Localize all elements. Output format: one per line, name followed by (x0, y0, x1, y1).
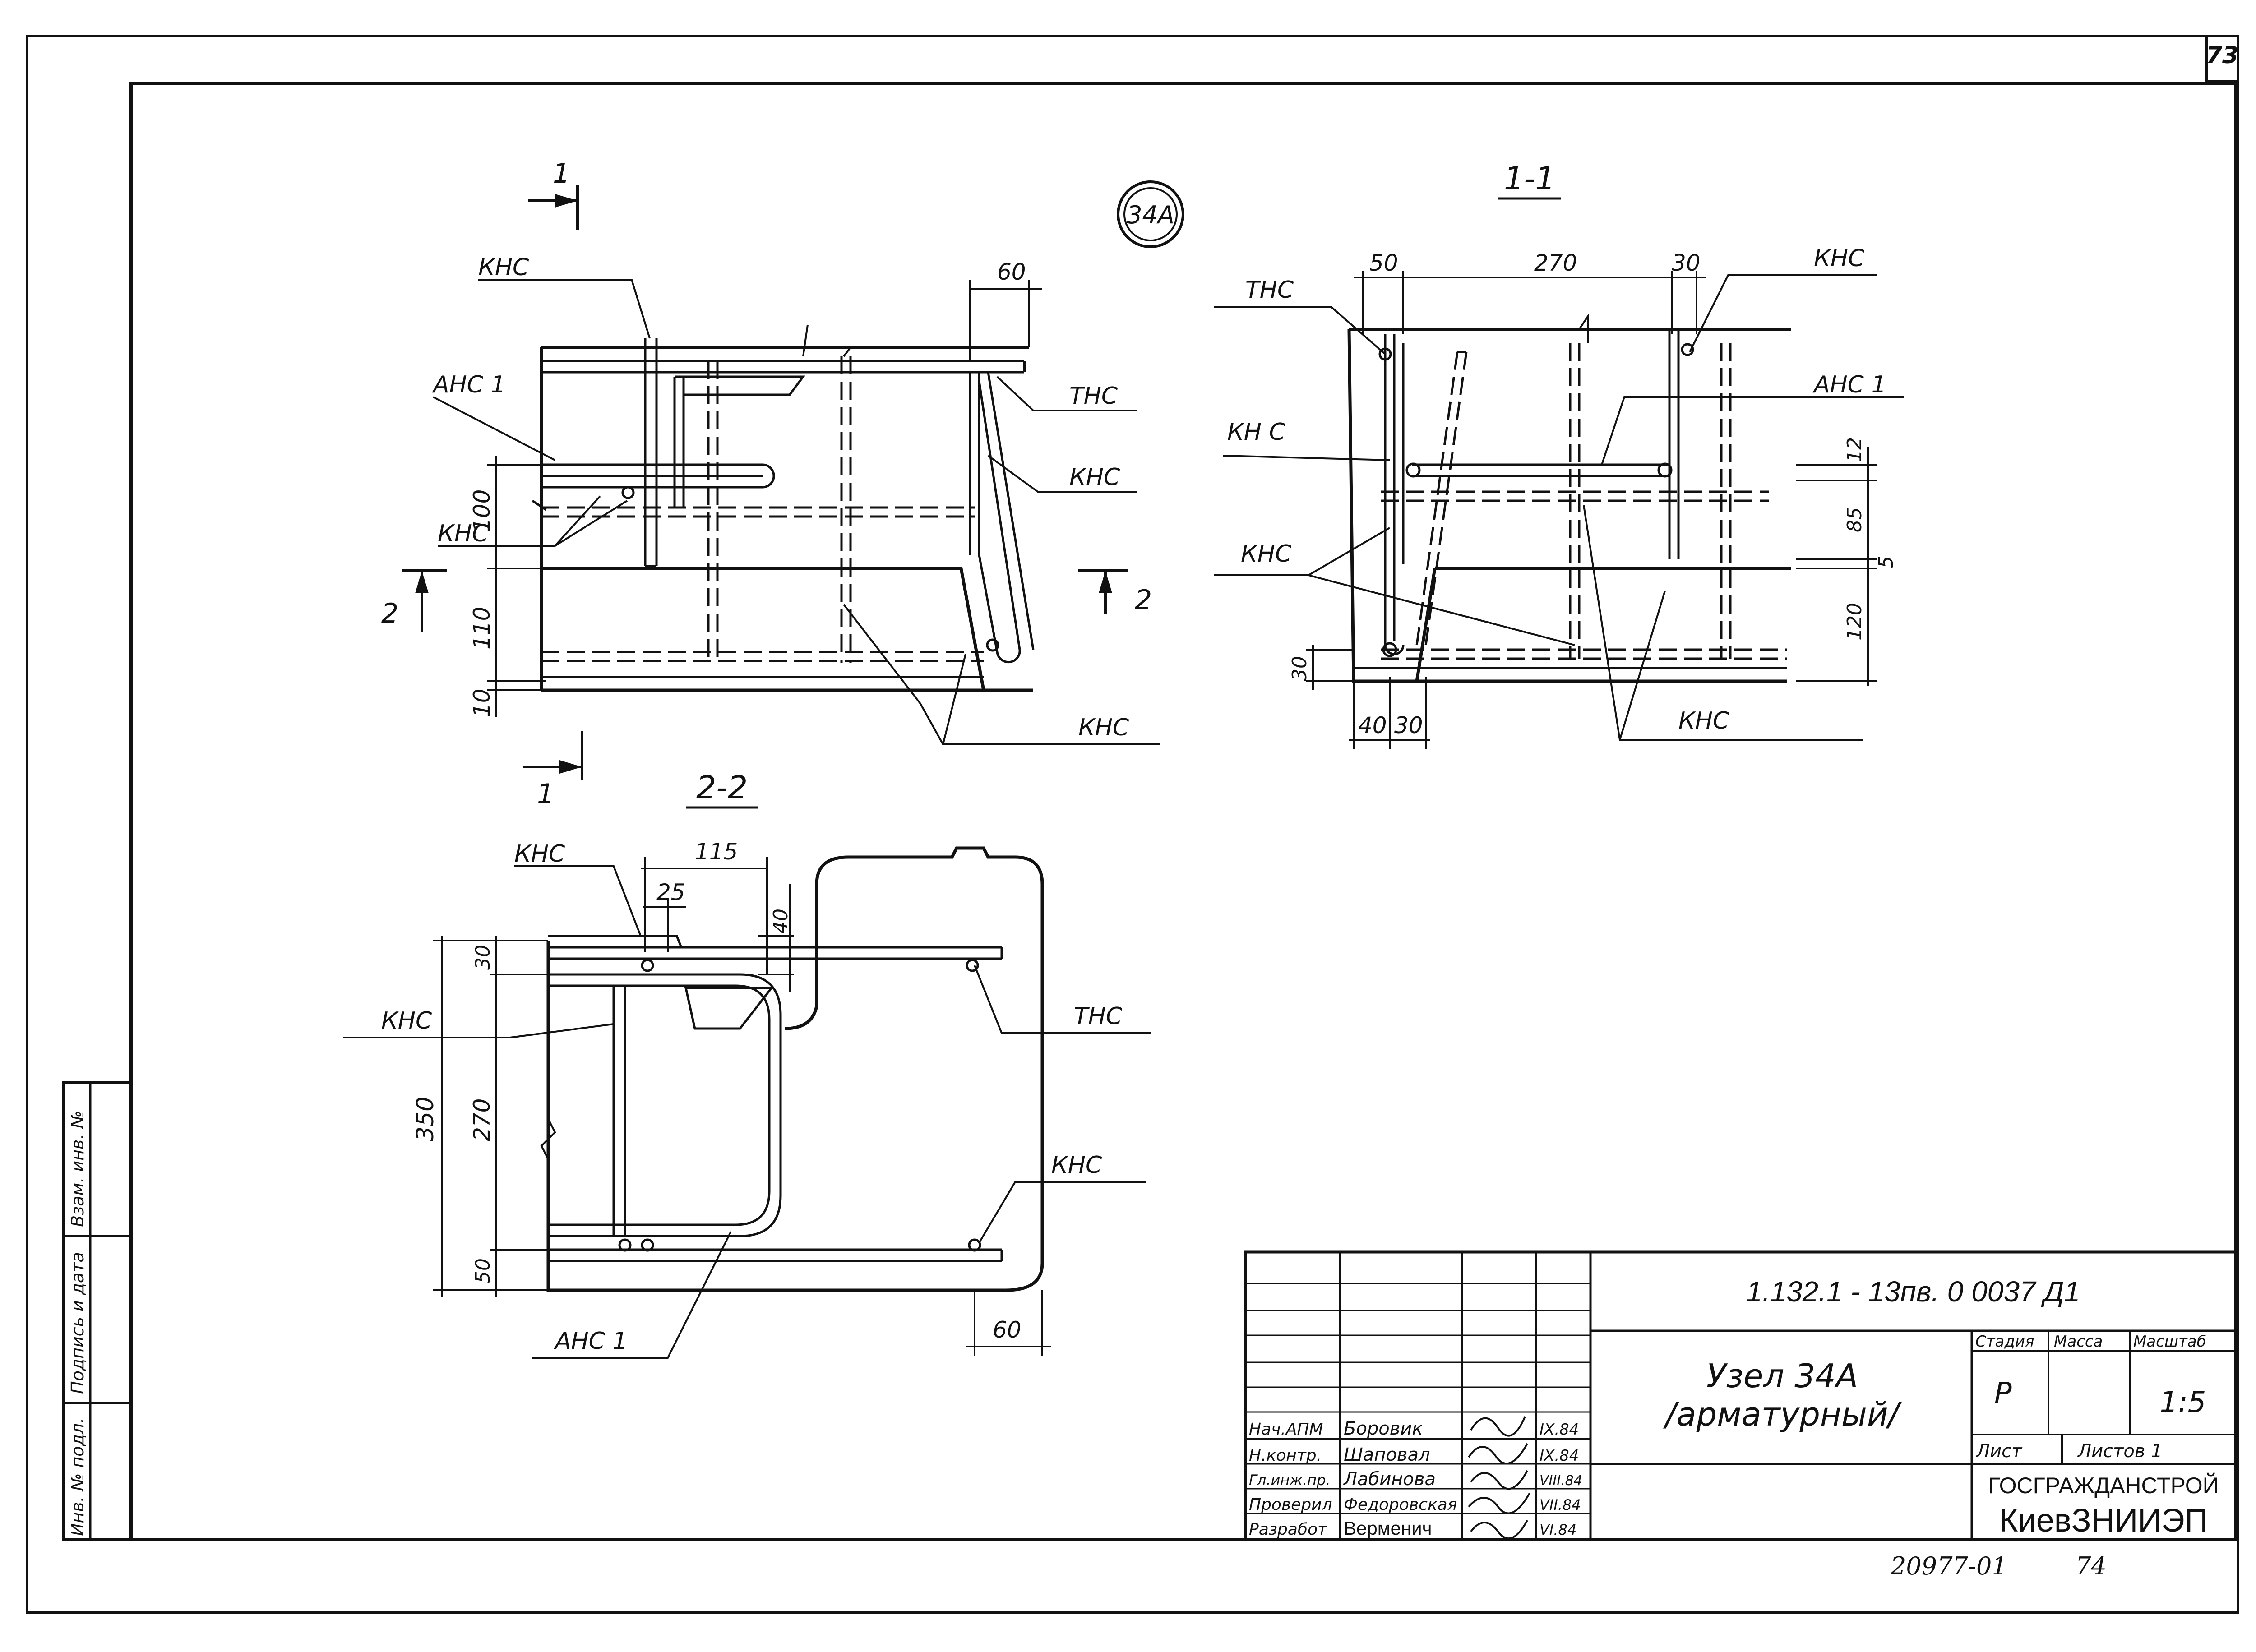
front-label-tns: ТНС (1069, 383, 1118, 410)
s11-label-kns-bottom: КНС (1678, 707, 1729, 734)
dim-front-60: 60 (997, 259, 1026, 285)
cut-2-right: 2 (1135, 584, 1152, 616)
side-stamp-podpis: Подпись и дата (68, 1252, 88, 1394)
front-label-ans1: АНС 1 (432, 371, 506, 398)
side-stamp-vzam: Взам. инв. № (68, 1111, 88, 1227)
bottom-code: 20977-01 (1890, 1552, 2007, 1580)
dim-s11-12: 12 (1843, 437, 1866, 462)
signer-role-4: Разработ (1249, 1520, 1327, 1539)
dim-s11-30-left: 30 (1288, 656, 1311, 681)
signer-role-2: Гл.инж.пр. (1249, 1472, 1331, 1489)
dim-s11-5: 5 (1875, 556, 1898, 568)
dim-s22-350: 350 (412, 1097, 439, 1141)
scale-value: 1:5 (2160, 1386, 2206, 1419)
dim-front-110: 110 (469, 607, 495, 650)
stage-header: Стадия (1975, 1333, 2034, 1351)
signer-role-3: Проверил (1249, 1495, 1332, 1514)
s11-label-kns-top: КНС (1814, 245, 1865, 272)
node-badge: 34А (1117, 180, 1184, 248)
signer-role-1: Н.контр. (1249, 1446, 1322, 1465)
dim-s11-85: 85 (1843, 507, 1866, 532)
dim-front-100: 100 (469, 489, 495, 532)
sheets-label: Листов 1 (2077, 1441, 2163, 1462)
s11-label-ans1: АНС 1 (1812, 371, 1886, 398)
s22-label-kns-right: КНС (1051, 1152, 1102, 1179)
dim-s11-120: 120 (1843, 603, 1866, 641)
cut-1-top: 1 (553, 158, 570, 189)
dim-s22-30: 30 (472, 945, 495, 970)
drawing-title-1: Узел 34А (1706, 1357, 1858, 1395)
cut-2-left: 2 (381, 598, 398, 629)
sheet-frame (26, 35, 2239, 1614)
front-label-kns-right: КНС (1069, 464, 1120, 491)
signer-name-1: Шаповал (1344, 1444, 1430, 1465)
signer-date-1: IX.84 (1539, 1447, 1579, 1465)
signer-name-0: Боровик (1344, 1418, 1423, 1439)
signer-date-4: VI.84 (1539, 1521, 1576, 1538)
signer-name-4: Верменич (1344, 1518, 1432, 1539)
section-1-1-title: 1-1 (1504, 160, 1555, 197)
org-line-2: КиевЗНИИЭП (1999, 1503, 2208, 1539)
s22-label-ans1: АНС 1 (554, 1328, 628, 1355)
side-stamp: Взам. инв. № Подпись и дата Инв. № подл. (62, 1081, 132, 1541)
dim-s22-115: 115 (695, 839, 738, 865)
dim-s11-30-top: 30 (1672, 250, 1701, 276)
signer-role-0: Нач.АПМ (1249, 1420, 1323, 1439)
dim-s11-40: 40 (1358, 712, 1387, 738)
front-label-kns-bottom: КНС (1078, 714, 1129, 741)
mass-header: Масса (2054, 1333, 2103, 1351)
s11-label-kn-s: КН С (1227, 419, 1286, 446)
front-label-kns-left: КНС (438, 520, 489, 547)
cut-1-bottom: 1 (537, 778, 554, 810)
signatures (1468, 1416, 1530, 1540)
dim-front-10: 10 (469, 688, 495, 717)
dim-s22-25: 25 (656, 879, 685, 905)
s22-label-kns-left: КНС (381, 1007, 432, 1034)
stage-value: Р (1994, 1377, 2012, 1410)
dim-s22-50: 50 (472, 1258, 495, 1283)
bottom-number: 74 (2076, 1552, 2107, 1580)
signer-date-0: IX.84 (1539, 1421, 1579, 1439)
doc-code: 1.132.1 - 13пв. 0 0037 Д1 (1746, 1275, 2080, 1308)
scale-header: Масштаб (2133, 1333, 2206, 1351)
s22-label-tns: ТНС (1074, 1003, 1123, 1030)
signer-date-2: VIII.84 (1539, 1473, 1582, 1489)
s11-label-kns-left: КНС (1241, 540, 1292, 568)
s11-label-tns: ТНС (1245, 277, 1294, 304)
section-2-2: 2-2 КНС КНС ТНС КНС АНС 1 115 (343, 769, 1151, 1359)
front-label-kns-top: КНС (478, 254, 529, 281)
title-block: Нач.АПМ Боровик IX.84 Н.контр. Шаповал I… (1244, 1250, 2238, 1541)
sheet-label: Лист (1975, 1441, 2023, 1462)
org-line-1: ГОСГРАЖДАНСТРОЙ (1988, 1472, 2219, 1498)
s22-label-kns-top: КНС (514, 840, 565, 868)
signer-name-3: Федоровская (1344, 1495, 1457, 1514)
dim-s11-50: 50 (1369, 250, 1398, 276)
section-1-1: 1-1 ТНС КНС АНС 1 КН С КНС КНС (1214, 160, 1904, 749)
dim-s22-270: 270 (469, 1098, 495, 1141)
dim-s11-30-bottom: 30 (1394, 712, 1423, 738)
drawing-title-2: /арматурный/ (1663, 1395, 1902, 1433)
section-2-2-title: 2-2 (696, 769, 748, 806)
signer-name-2: Лабинова (1343, 1469, 1436, 1490)
node-badge-label: 34А (1127, 201, 1174, 229)
side-stamp-inv: Инв. № подл. (68, 1418, 88, 1536)
dim-s22-40: 40 (769, 909, 792, 934)
dim-s11-270: 270 (1534, 250, 1577, 276)
signer-date-3: VII.84 (1539, 1496, 1581, 1514)
front-view: 1 1 2 2 КНС АНС 1 К (381, 158, 1160, 810)
page-number: 73 (2206, 42, 2238, 69)
dim-s22-60: 60 (993, 1317, 1022, 1343)
